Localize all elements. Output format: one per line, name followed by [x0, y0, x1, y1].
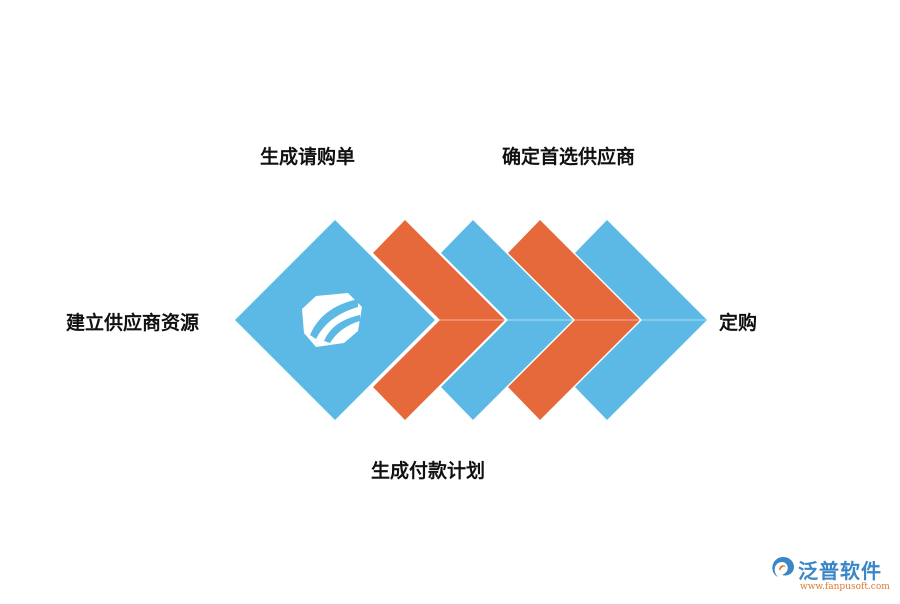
step-label-create-supplier-resource: 建立供应商资源 — [66, 312, 200, 334]
step-label-generate-purchase-request: 生成请购单 — [260, 146, 356, 168]
watermark: 泛普软件 www.fanpusoft.com — [770, 553, 895, 598]
chevron-shape-blue-1 — [441, 220, 573, 420]
chevron-shape-orange-1 — [373, 220, 505, 420]
fanpu-logo-icon — [302, 293, 362, 347]
step-label-generate-payment-plan: 生成付款计划 — [371, 460, 486, 482]
chevron-shape-orange-2 — [508, 220, 640, 420]
step-label-order: 定购 — [719, 312, 758, 334]
chevron-shape-blue-2 — [575, 220, 707, 420]
watermark-url: www.fanpusoft.com — [800, 582, 890, 592]
step-label-choose-preferred-supplier: 确定首选供应商 — [502, 146, 636, 168]
watermark-brand-name: 泛普软件 — [798, 559, 882, 583]
fanpu-swirl-icon — [772, 557, 794, 577]
